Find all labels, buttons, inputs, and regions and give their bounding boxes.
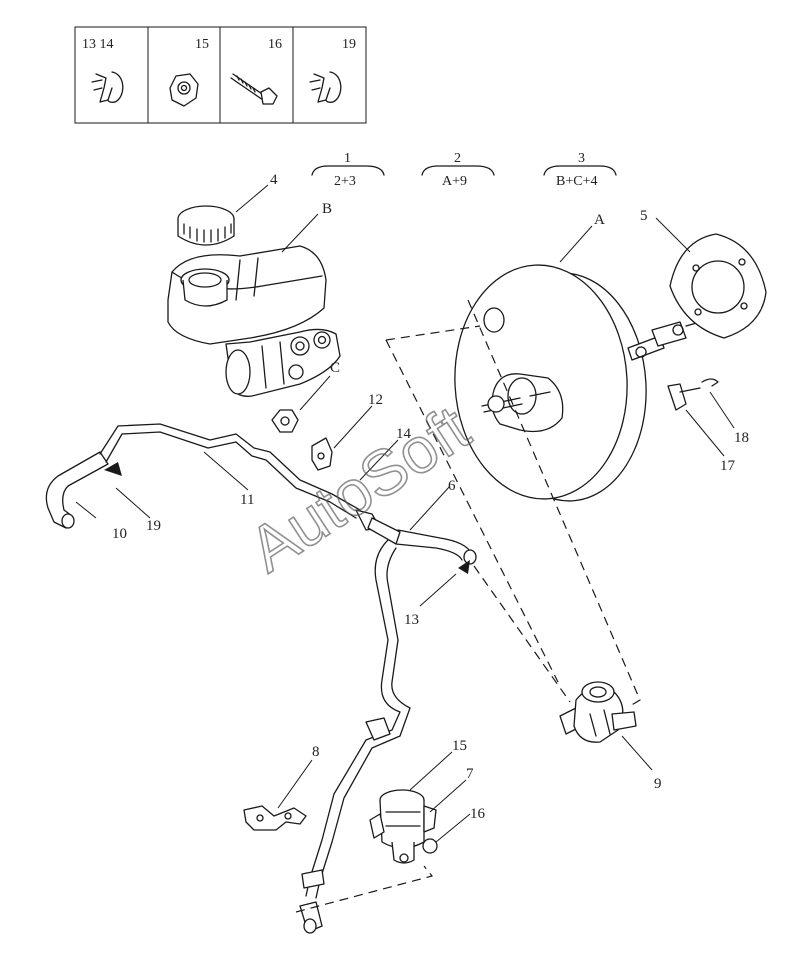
- kit-3-number: 3: [578, 151, 585, 166]
- callout-9: 9: [654, 776, 662, 792]
- legend-label-1: 13 14: [82, 37, 114, 52]
- reservoir-cap: [177, 205, 235, 246]
- kit-3-contents: B+C+4: [556, 174, 597, 189]
- brake-booster: [454, 264, 701, 502]
- callout-11: 11: [240, 492, 254, 508]
- kit-1-number: 1: [344, 151, 351, 166]
- callout-c: C: [330, 360, 340, 376]
- fluid-reservoir: [167, 245, 327, 345]
- callout-15: 15: [452, 738, 467, 754]
- arrow-19: [104, 462, 122, 476]
- retaining-clip: [701, 378, 719, 387]
- callout-10: 10: [112, 526, 127, 542]
- master-cylinder: [225, 328, 341, 397]
- callout-labels: 4 B A 5 C 12 14 18 17 11 6 10 19 13 9 8 …: [112, 172, 749, 822]
- check-valve: [559, 681, 637, 743]
- pipe-11: [99, 423, 361, 519]
- booster-gasket: [669, 233, 767, 339]
- hose-10: [45, 451, 109, 529]
- callout-4: 4: [270, 172, 278, 188]
- callout-6: 6: [448, 478, 456, 494]
- vacuum-pump: [369, 789, 438, 864]
- arrow-13: [458, 560, 470, 574]
- callout-13: 13: [404, 612, 419, 628]
- clevis-pin: [667, 383, 701, 411]
- callout-18: 18: [734, 430, 749, 446]
- bracket-clip: [311, 437, 333, 471]
- bolt-icon: [230, 73, 278, 105]
- legend-label-4: 19: [342, 37, 356, 52]
- callout-5: 5: [640, 208, 648, 224]
- callout-7: 7: [466, 766, 474, 782]
- kit-2-contents: A+9: [442, 174, 467, 189]
- callout-b: B: [322, 201, 332, 217]
- nut-icon: [169, 73, 199, 107]
- callout-14: 14: [396, 426, 412, 442]
- callout-8: 8: [312, 744, 320, 760]
- connection-lines: [295, 299, 641, 913]
- pipe-main: [299, 539, 411, 934]
- callout-16: 16: [470, 806, 486, 822]
- hose-clamp-icon: [91, 71, 124, 103]
- callout-17: 17: [720, 458, 736, 474]
- legend-label-2: 15: [195, 37, 209, 52]
- callout-12: 12: [368, 392, 383, 408]
- fastener-legend: 13 14 15 16 19: [74, 26, 367, 124]
- kit-2-number: 2: [454, 151, 461, 166]
- kit-headers: 1 2+3 2 A+9 3 B+C+4: [311, 151, 617, 189]
- nut-c: [271, 409, 299, 433]
- legend-label-3: 16: [268, 37, 282, 52]
- hose-6: [355, 509, 477, 565]
- callout-a: A: [594, 212, 605, 228]
- callout-19: 19: [146, 518, 161, 534]
- hose-clamp-icon: [309, 71, 342, 103]
- mounting-bracket: [243, 805, 307, 831]
- kit-1-contents: 2+3: [334, 174, 356, 189]
- leader-lines: [75, 184, 735, 843]
